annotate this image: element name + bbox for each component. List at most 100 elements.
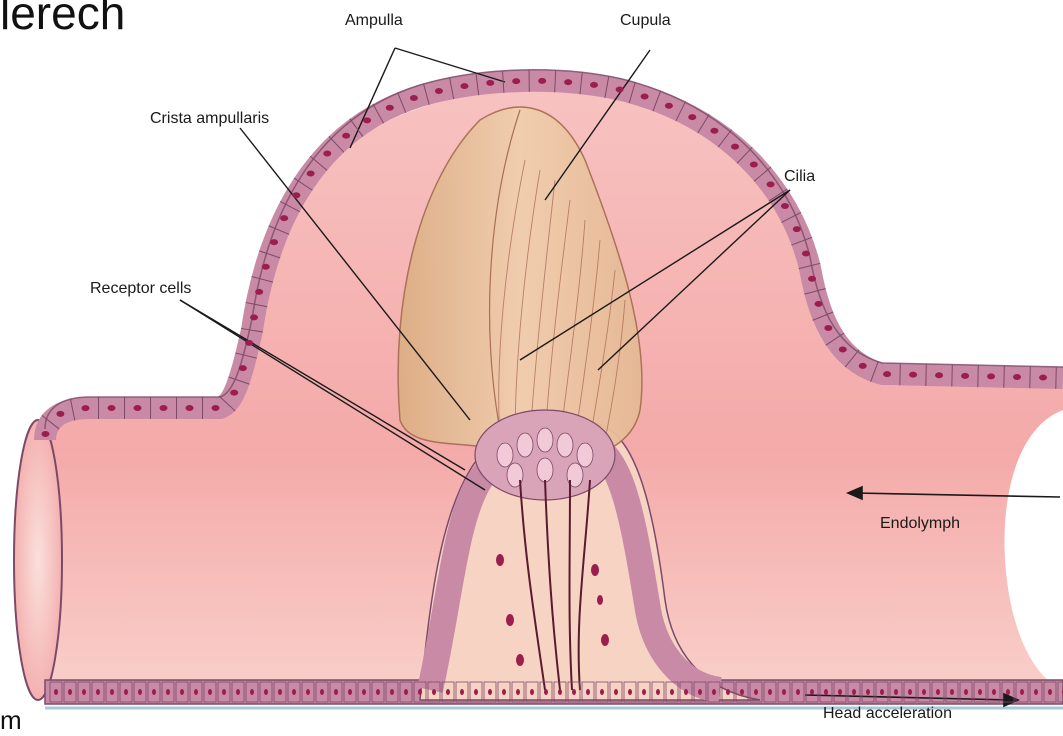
wall-nucleus [186, 405, 194, 411]
floor-nucleus [390, 689, 394, 695]
floor-nucleus [68, 689, 72, 695]
wall-nucleus [239, 365, 247, 371]
floor-nucleus [292, 689, 296, 695]
floor-nucleus [418, 689, 422, 695]
floor-nucleus [670, 689, 674, 695]
floor-nucleus [138, 689, 142, 695]
floor-nucleus [628, 689, 632, 695]
floor-nucleus [306, 689, 310, 695]
floor-nucleus [726, 689, 730, 695]
wall-nucleus [909, 372, 917, 378]
floor-nucleus [950, 689, 954, 695]
floor-nucleus [278, 689, 282, 695]
wall-nucleus [363, 117, 371, 123]
wall-nucleus [255, 289, 263, 295]
floor-nucleus [488, 689, 492, 695]
slide-title-fragment: lerech [0, 0, 125, 40]
floor-nucleus [768, 689, 772, 695]
wall-nucleus [280, 215, 288, 221]
floor-nucleus [978, 689, 982, 695]
floor-nucleus [516, 689, 520, 695]
floor-nucleus [922, 689, 926, 695]
floor-nucleus [586, 689, 590, 695]
label-crista-ampullaris: Crista ampullaris [150, 110, 269, 128]
floor-nucleus [964, 689, 968, 695]
floor-nucleus [1034, 689, 1038, 695]
floor-nucleus [446, 689, 450, 695]
floor-nucleus [782, 689, 786, 695]
floor-nucleus [180, 689, 184, 695]
floor-nucleus [754, 689, 758, 695]
wall-nucleus [815, 301, 823, 307]
wall-nucleus [245, 340, 253, 346]
floor-nucleus [740, 689, 744, 695]
floor-nucleus [362, 689, 366, 695]
floor-nucleus [894, 689, 898, 695]
floor-nucleus [1006, 689, 1010, 695]
floor-nucleus [600, 689, 604, 695]
wall-nucleus [808, 276, 816, 282]
wall-nucleus [486, 80, 494, 86]
left-canal-opening [14, 420, 62, 700]
floor-nucleus [96, 689, 100, 695]
floor-nucleus [908, 689, 912, 695]
wall-nucleus [82, 405, 90, 411]
wall-nucleus [262, 264, 270, 270]
floor-nucleus [880, 689, 884, 695]
floor-nucleus [936, 689, 940, 695]
wall-nucleus [410, 95, 418, 101]
floor-nucleus [1020, 689, 1024, 695]
label-cilia: Cilia [784, 168, 815, 186]
wall-nucleus [710, 128, 718, 134]
wall-nucleus [160, 405, 168, 411]
wall-nucleus [750, 161, 758, 167]
wall-nucleus [839, 346, 847, 352]
floor-nucleus [250, 689, 254, 695]
wall-nucleus [435, 88, 443, 94]
wall-nucleus [270, 239, 278, 245]
floor-nucleus [460, 689, 464, 695]
wall-nucleus [323, 151, 331, 157]
wall-nucleus [1039, 375, 1047, 381]
floor-nucleus [334, 689, 338, 695]
slide-footer-fragment: m [0, 705, 22, 736]
wall-nucleus [386, 105, 394, 111]
wall-nucleus [665, 103, 673, 109]
wall-nucleus [688, 114, 696, 120]
floor-nucleus [544, 689, 548, 695]
wall-nucleus [767, 181, 775, 187]
floor-nucleus [82, 689, 86, 695]
wall-nucleus [883, 371, 891, 377]
label-endolymph: Endolymph [880, 515, 960, 533]
floor-nucleus [698, 689, 702, 695]
wall-nucleus [731, 144, 739, 150]
wall-nucleus [590, 82, 598, 88]
label-receptor-cells: Receptor cells [90, 280, 191, 298]
floor-nucleus [264, 689, 268, 695]
floor-nucleus [656, 689, 660, 695]
wall-nucleus [538, 78, 546, 84]
wall-nucleus [961, 373, 969, 379]
floor-nucleus [166, 689, 170, 695]
floor-nucleus [152, 689, 156, 695]
floor-nucleus [236, 689, 240, 695]
wall-nucleus [802, 250, 810, 256]
wall-nucleus [512, 78, 520, 84]
floor-nucleus [320, 689, 324, 695]
floor-nucleus [852, 689, 856, 695]
floor-nucleus [838, 689, 842, 695]
floor-nucleus [404, 689, 408, 695]
wall-nucleus [108, 405, 116, 411]
floor-nucleus [110, 689, 114, 695]
floor-nucleus [614, 689, 618, 695]
floor-nucleus [124, 689, 128, 695]
wall-nucleus [793, 226, 801, 232]
wall-nucleus [781, 203, 789, 209]
wall-nucleus [292, 192, 300, 198]
floor-nucleus [558, 689, 562, 695]
floor-nucleus [684, 689, 688, 695]
wall-nucleus [859, 363, 867, 369]
floor-nucleus [222, 689, 226, 695]
wall-nucleus [56, 411, 64, 417]
